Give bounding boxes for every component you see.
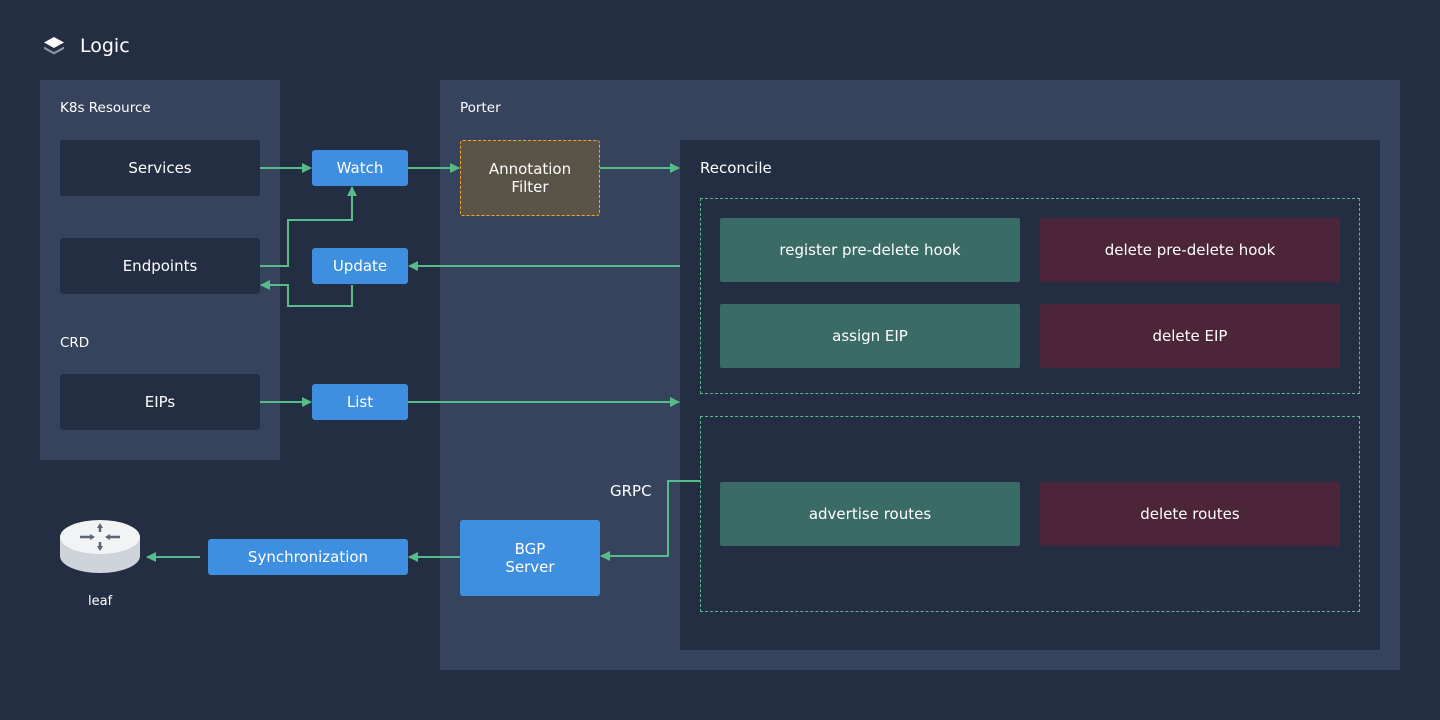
delete-pre-delete-hook-op[interactable]: delete pre-delete hook bbox=[1040, 218, 1340, 282]
delete-eip-op[interactable]: delete EIP bbox=[1040, 304, 1340, 368]
page-title: Logic bbox=[80, 35, 130, 57]
watch-button[interactable]: Watch bbox=[312, 150, 408, 186]
update-to-endpoints-arrow bbox=[260, 280, 353, 307]
eip-ops-group bbox=[700, 198, 1360, 394]
annotation-filter-box[interactable]: Annotation Filter bbox=[460, 140, 600, 216]
synchronization-button[interactable]: Synchronization bbox=[208, 539, 408, 575]
router-icon bbox=[60, 520, 140, 576]
services-node[interactable]: Services bbox=[60, 140, 260, 196]
assign-eip-op[interactable]: assign EIP bbox=[720, 304, 1020, 368]
endpoints-node[interactable]: Endpoints bbox=[60, 238, 260, 294]
endpoints-to-watch-arrow bbox=[260, 186, 357, 267]
layers-icon bbox=[42, 34, 66, 58]
list-button[interactable]: List bbox=[312, 384, 408, 420]
eips-node[interactable]: EIPs bbox=[60, 374, 260, 430]
grpc-to-bgp-arrow bbox=[600, 480, 700, 561]
bgp-server-box[interactable]: BGP Server bbox=[460, 520, 600, 596]
register-pre-delete-hook-op[interactable]: register pre-delete hook bbox=[720, 218, 1020, 282]
reconcile-label: Reconcile bbox=[700, 159, 772, 177]
route-ops-group bbox=[700, 416, 1360, 612]
porter-label: Porter bbox=[460, 100, 501, 116]
k8s-resource-label: K8s Resource bbox=[60, 100, 151, 116]
grpc-label: GRPC bbox=[610, 482, 652, 500]
delete-routes-op[interactable]: delete routes bbox=[1040, 482, 1340, 546]
update-button[interactable]: Update bbox=[312, 248, 408, 284]
advertise-routes-op[interactable]: advertise routes bbox=[720, 482, 1020, 546]
router-label: leaf bbox=[88, 594, 113, 609]
crd-label: CRD bbox=[60, 335, 90, 351]
